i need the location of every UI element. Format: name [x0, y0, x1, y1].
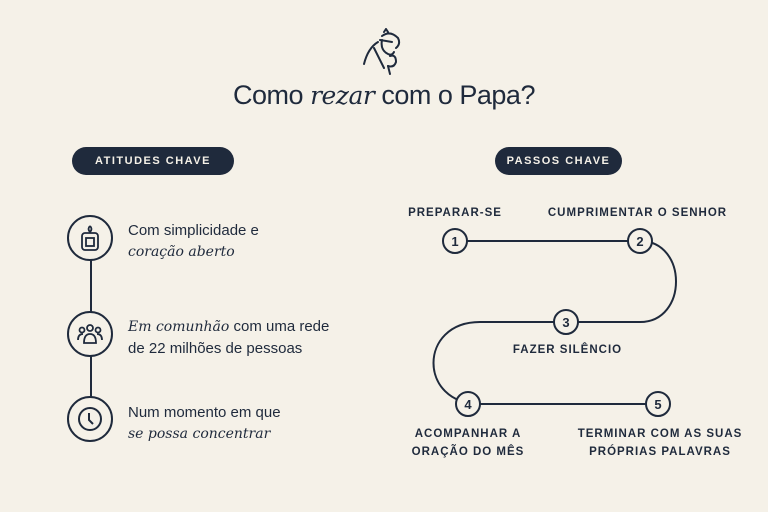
- attitude-2-em: Em comunhão: [128, 319, 230, 335]
- attitude-1: Com simplicidade e coração aberto: [128, 220, 259, 263]
- step-node-4: 4: [455, 391, 481, 417]
- step-4-line2: ORAÇÃO DO MÊS: [411, 446, 525, 458]
- step-node-5: 5: [645, 391, 671, 417]
- attitude-2-line2: de 22 milhões de pessoas: [128, 340, 303, 357]
- attitude-1-line2: coração aberto: [128, 244, 235, 260]
- step-node-1: 1: [442, 228, 468, 254]
- step-2-label: CUMPRIMENTAR O SENHOR: [547, 207, 728, 219]
- attitude-1-line1: Com simplicidade e: [128, 222, 259, 239]
- step-5-label: TERMINAR COM AS SUAS PRÓPRIAS PALAVRAS: [570, 425, 750, 461]
- step-3-label: FAZER SILÊNCIO: [512, 344, 623, 356]
- step-node-3: 3: [553, 309, 579, 335]
- attitudes-heading: ATITUDES CHAVE: [72, 147, 234, 175]
- steps-heading: PASSOS CHAVE: [495, 147, 622, 175]
- page-title: Como rezar com o Papa?: [233, 80, 535, 110]
- step-1-label: PREPARAR-SE: [408, 207, 502, 219]
- step-5-line1: TERMINAR COM AS SUAS: [577, 428, 743, 440]
- svg-text:4: 4: [464, 397, 472, 412]
- svg-text:2: 2: [636, 234, 643, 249]
- attitude-2: Em comunhão com uma rede de 22 milhões d…: [128, 316, 329, 359]
- attitude-3: Num momento em que se possa concentrar: [128, 402, 281, 445]
- step-4-line1: ACOMPANHAR A: [414, 428, 522, 440]
- step-node-2: 2: [627, 228, 653, 254]
- step-4-label: ACOMPANHAR A ORAÇÃO DO MÊS: [398, 425, 538, 461]
- svg-text:5: 5: [654, 397, 661, 412]
- svg-text:3: 3: [562, 315, 569, 330]
- attitude-3-line2: se possa concentrar: [128, 426, 271, 442]
- step-5-line2: PRÓPRIAS PALAVRAS: [589, 446, 731, 458]
- people-icon: [67, 311, 113, 357]
- praying-pope-icon: [363, 28, 401, 75]
- svg-text:1: 1: [451, 234, 458, 249]
- attitude-3-line1: Num momento em que: [128, 404, 281, 421]
- clock-icon: [67, 396, 113, 442]
- candle-icon: [67, 215, 113, 261]
- attitude-2-line1: com uma rede: [229, 318, 330, 335]
